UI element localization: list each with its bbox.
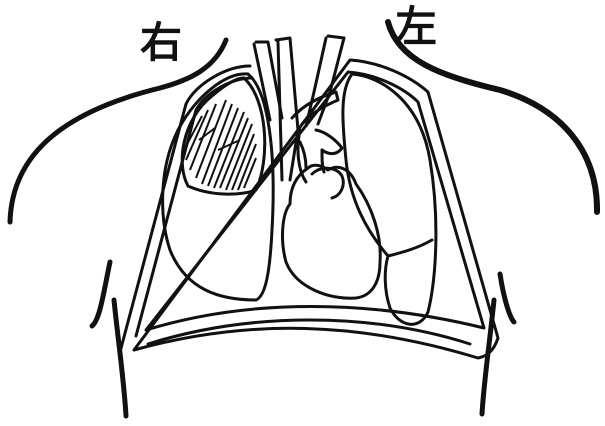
heart [283,165,381,298]
left-lung-fissure [388,240,432,256]
left-side-label: 左 [395,6,437,48]
left-trunk-line [92,262,126,416]
heart-auricle [312,168,343,198]
pulmonary-vessel [316,130,342,154]
right-side-label: 右 [140,22,182,64]
diaphragm-line [148,320,470,344]
